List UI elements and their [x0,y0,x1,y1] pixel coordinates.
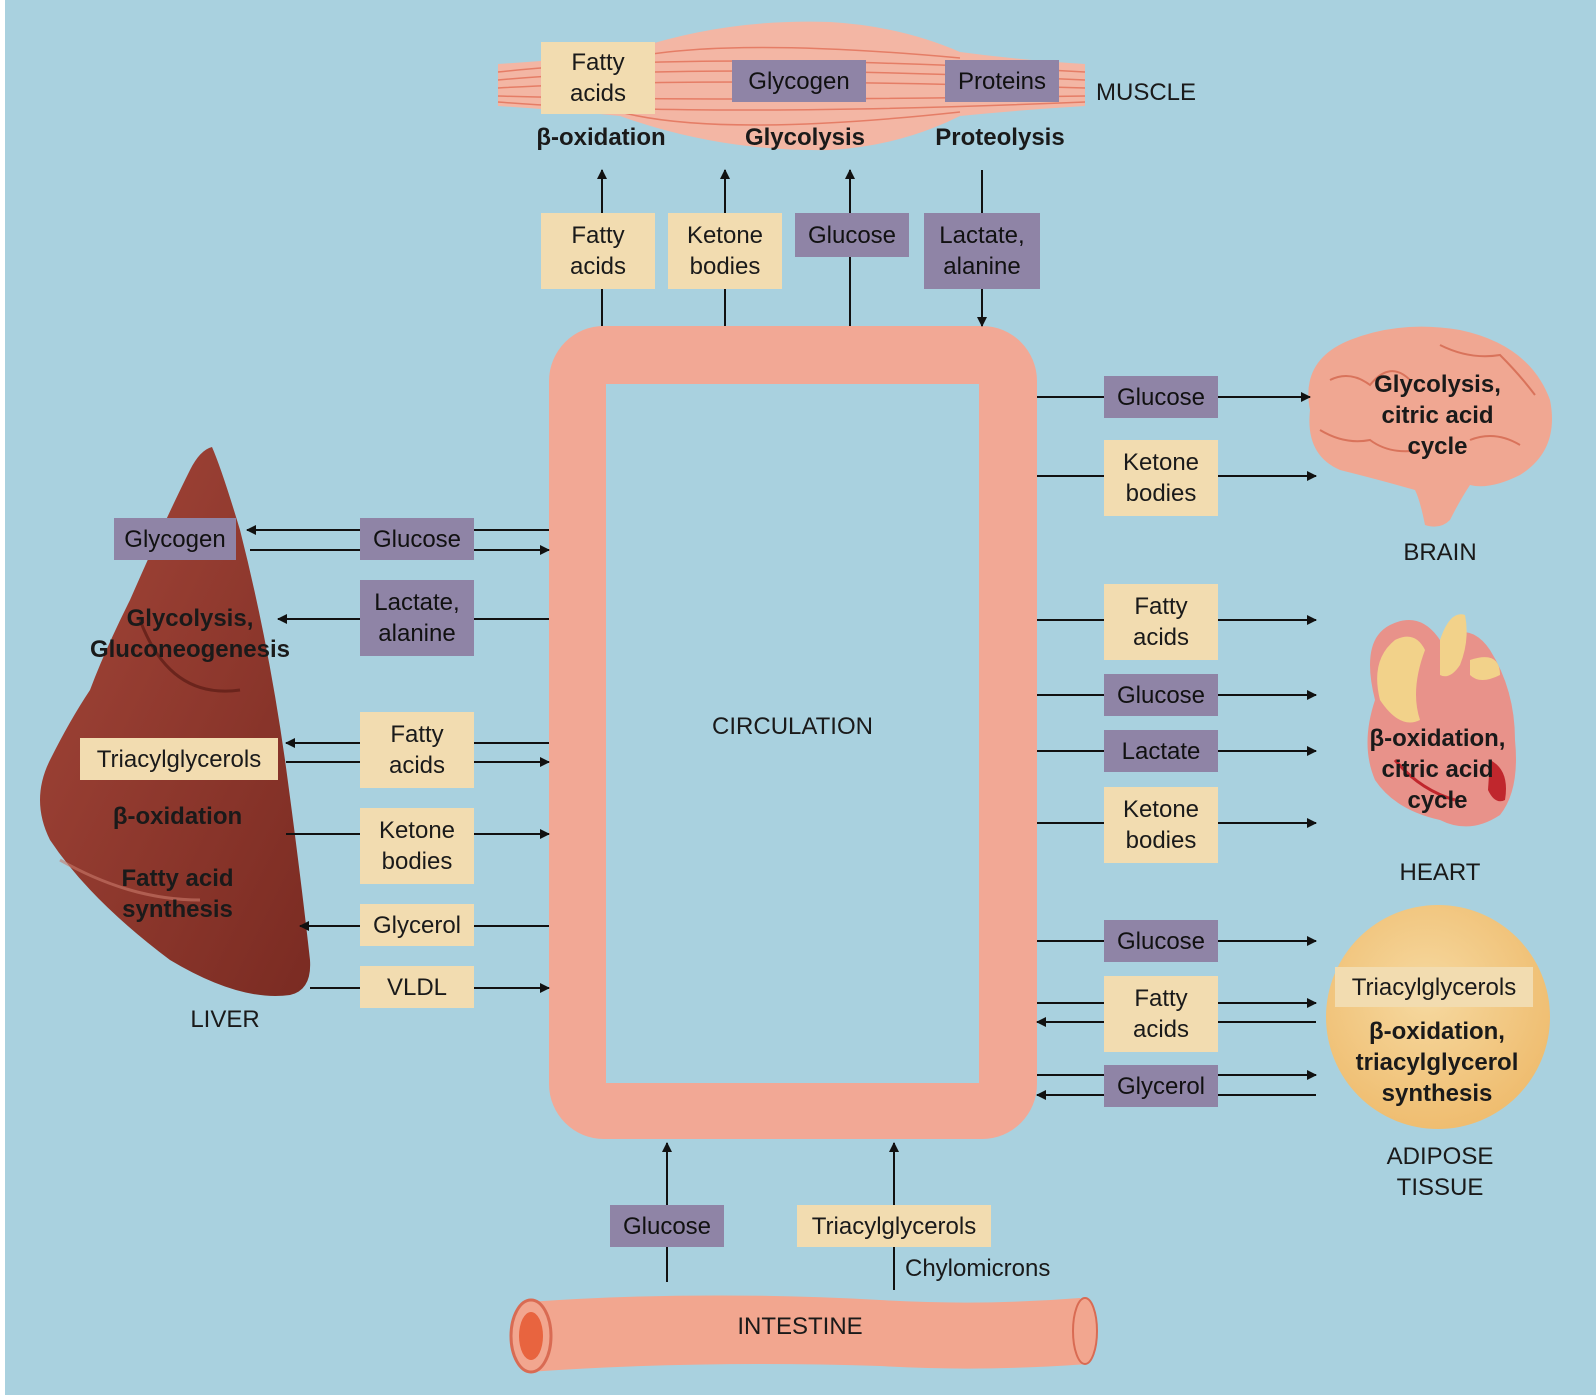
adipose-title: ADIPOSE TISSUE [1386,1143,1494,1201]
heart-flow-lactate: Lactate [1104,730,1218,772]
adipose-cell-illustration [1326,905,1550,1129]
muscle-fatty-acids-box: Fatty acids [541,42,655,114]
intestine-illustration [509,1295,1098,1374]
muscle-title: MUSCLE [1096,79,1197,106]
adipose-process: β-oxidation, triacylglycerol synthesis [1355,1018,1519,1107]
muscle-glycogen-box: Glycogen [732,60,866,102]
muscle-flow-fatty-acids: Fatty acids [541,213,655,289]
liver-fatty-acid-synthesis: Fatty acid synthesis [121,865,234,923]
liver-flow-vldl: VLDL [360,966,474,1008]
liver-beta-oxidation: β-oxidation [112,803,243,830]
intestine-flow-glucose: Glucose [610,1205,724,1247]
heart-flow-ketone-bodies: Ketone bodies [1104,787,1218,863]
liver-illustration [40,447,311,996]
adipose-flow-fatty-acids: Fatty acids [1104,976,1218,1052]
adipose-flow-glucose: Glucose [1104,920,1218,962]
heart-title: HEART [1399,859,1481,886]
brain-illustration [1308,326,1552,527]
muscle-glycolysis: Glycolysis [744,124,866,151]
liver-title: LIVER [190,1006,260,1033]
intestine-title: INTESTINE [737,1313,863,1340]
liver-flow-lactate-alanine: Lactate, alanine [360,580,474,656]
muscle-flow-ketone-bodies: Ketone bodies [668,213,782,289]
heart-process: β-oxidation, citric acid cycle [1369,725,1506,814]
heart-flow-fatty-acids: Fatty acids [1104,584,1218,660]
muscle-flow-glucose: Glucose [795,213,909,257]
heart-illustration [1367,614,1516,827]
intestine-chylomicrons: Chylomicrons [905,1255,1051,1282]
muscle-proteolysis: Proteolysis [935,124,1065,151]
circulation-inner [606,384,979,1083]
brain-flow-ketone-bodies: Ketone bodies [1104,440,1218,516]
circulation-label: CIRCULATION [712,713,873,740]
liver-flow-glycerol: Glycerol [360,904,474,946]
intestine-flow-triacylglycerols: Triacylglycerols [797,1205,991,1247]
liver-glycogen-box: Glycogen [114,518,236,560]
adipose-triacylglycerols-box: Triacylglycerols [1335,967,1533,1007]
adipose-flow-glycerol: Glycerol [1104,1065,1218,1107]
liver-glycolysis-gluconeogenesis: Glycolysis, Gluconeogenesis [89,605,291,663]
brain-flow-glucose: Glucose [1104,376,1218,418]
liver-flow-fatty-acids: Fatty acids [360,712,474,788]
liver-flow-glucose: Glucose [360,518,474,560]
muscle-beta-oxidation: β-oxidation [536,124,666,151]
liver-flow-ketone-bodies: Ketone bodies [360,808,474,884]
muscle-proteins-box: Proteins [945,60,1059,102]
heart-flow-glucose: Glucose [1104,674,1218,716]
liver-triacylglycerols-box: Triacylglycerols [80,738,278,780]
muscle-flow-lactate-alanine: Lactate, alanine [924,213,1040,289]
brain-title: BRAIN [1403,539,1477,566]
brain-process: Glycolysis, citric acid cycle [1374,371,1501,460]
